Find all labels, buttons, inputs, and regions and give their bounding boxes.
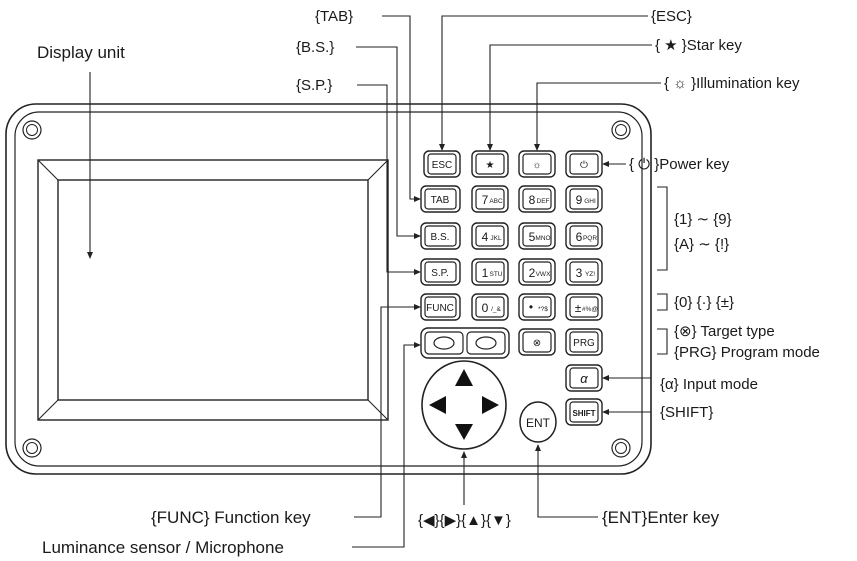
shift-callout: {SHIFT} [660, 404, 713, 421]
illumination-icon: ☼ [532, 160, 541, 171]
bs-key-label: B.S. [431, 232, 450, 243]
arrow-left-icon[interactable] [429, 396, 446, 414]
key-7-label: 7 [482, 193, 489, 207]
key-3-sub: YZ! [585, 271, 595, 278]
screw-icon [22, 120, 42, 140]
esc-key[interactable]: ESC [423, 150, 461, 178]
sp-callout: {S.P.} [296, 77, 332, 94]
func-key-label: FUNC [426, 303, 454, 314]
screw-icon [611, 438, 631, 458]
luminance-callout: Luminance sensor / Microphone [42, 538, 284, 557]
key-4-sub: JKL [490, 235, 502, 242]
key-plusminus-sub: #%@ [582, 306, 598, 313]
key-9[interactable]: 9 GHI [565, 185, 603, 213]
tab-key-label: TAB [431, 195, 450, 206]
key-6-sub: PQR [583, 235, 597, 242]
power-callout: { ⏻ }Power key [629, 156, 730, 173]
illumination-key[interactable]: ☼ [518, 150, 556, 178]
tab-callout: {TAB} [315, 8, 353, 25]
luminance-sensor-microphone [420, 327, 510, 359]
key-5-label: 5 [529, 230, 536, 244]
ent-key[interactable]: ENT [519, 401, 557, 443]
key-plusminus-label: ± [575, 301, 582, 315]
esc-callout: {ESC} [651, 8, 692, 25]
alpha-key-label: α [580, 371, 588, 386]
key-6[interactable]: 6 PQR [565, 222, 603, 250]
power-key[interactable]: ⏻ [565, 150, 603, 178]
key-0-label: 0 [482, 301, 489, 315]
star-icon: ★ [486, 160, 495, 171]
key-2-label: 2 [529, 266, 536, 280]
esc-key-label: ESC [432, 160, 453, 171]
ent-key-label: ENT [526, 416, 551, 430]
bs-key[interactable]: B.S. [420, 222, 461, 250]
key-8[interactable]: 8 DEF [518, 185, 556, 213]
shift-key-label: SHIFT [572, 409, 595, 418]
target-icon: ⊗ [533, 338, 541, 349]
arrow-pad[interactable] [421, 360, 507, 450]
key-9-sub: GHI [584, 198, 596, 205]
key-plusminus[interactable]: ± #%@ [565, 293, 603, 321]
key-7-sub: ABC [489, 198, 503, 205]
key-6-label: 6 [576, 230, 583, 244]
key-1-label: 1 [482, 266, 489, 280]
key-dot-sub: *?$ [538, 306, 548, 313]
display-unit-callout: Display unit [37, 43, 125, 62]
screw-icon [611, 120, 631, 140]
target-type-key[interactable]: ⊗ [518, 328, 556, 356]
arrow-up-icon[interactable] [455, 369, 473, 386]
key-7[interactable]: 7 ABC [471, 185, 509, 213]
key-2-sub: VWX [536, 271, 551, 278]
display-unit [37, 159, 389, 421]
key-5[interactable]: 5 MNO [518, 222, 556, 250]
star-key[interactable]: ★ [471, 150, 509, 178]
power-icon: ⏻ [580, 160, 588, 171]
key-3[interactable]: 3 YZ! [565, 258, 603, 286]
key-dot[interactable]: • *?$ [518, 293, 556, 321]
prg-key[interactable]: PRG [565, 328, 603, 356]
key-5-sub: MNO [535, 235, 550, 242]
alpha-keys-callout: {A} ∼ {!} [674, 236, 729, 253]
prg-key-label: PRG [573, 338, 595, 349]
tab-key[interactable]: TAB [420, 185, 461, 213]
key-9-label: 9 [576, 193, 583, 207]
target-type-callout: {⊗} Target type [674, 323, 775, 340]
key-3-label: 3 [576, 266, 583, 280]
arrow-right-icon[interactable] [482, 396, 499, 414]
illumination-callout: { ☼ }Illumination key [664, 75, 800, 92]
key-4[interactable]: 4 JKL [471, 222, 509, 250]
numeric-keys-callout: {1} ∼ {9} [674, 211, 732, 228]
star-callout: { ★ }Star key [655, 37, 742, 54]
func-callout: {FUNC} Function key [151, 508, 311, 527]
sp-key[interactable]: S.P. [420, 258, 461, 286]
bs-callout: {B.S.} [296, 39, 334, 56]
ent-callout: {ENT}Enter key [602, 508, 720, 527]
key-0-sub: /_& [491, 306, 501, 313]
arrows-callout: {◀}{▶}{▲}{▼} [418, 512, 511, 529]
alpha-callout: {α} Input mode [660, 376, 758, 393]
key-8-label: 8 [529, 193, 536, 207]
sp-key-label: S.P. [431, 268, 449, 279]
prg-callout: {PRG} Program mode [674, 344, 820, 361]
key-4-label: 4 [482, 230, 489, 244]
key-1-sub: STU [490, 271, 503, 278]
func-key[interactable]: FUNC [420, 293, 461, 321]
shift-key[interactable]: SHIFT [565, 398, 603, 426]
key-dot-label: • [529, 300, 533, 314]
screw-icon [22, 438, 42, 458]
key-8-sub: DEF [537, 198, 550, 205]
zero-keys-callout: {0} {·} {±} [674, 294, 734, 311]
alpha-key[interactable]: α [565, 364, 603, 392]
key-1[interactable]: 1 STU [471, 258, 509, 286]
arrow-down-icon[interactable] [455, 424, 473, 440]
key-0[interactable]: 0 /_& [471, 293, 509, 321]
key-2[interactable]: 2 VWX [518, 258, 556, 286]
